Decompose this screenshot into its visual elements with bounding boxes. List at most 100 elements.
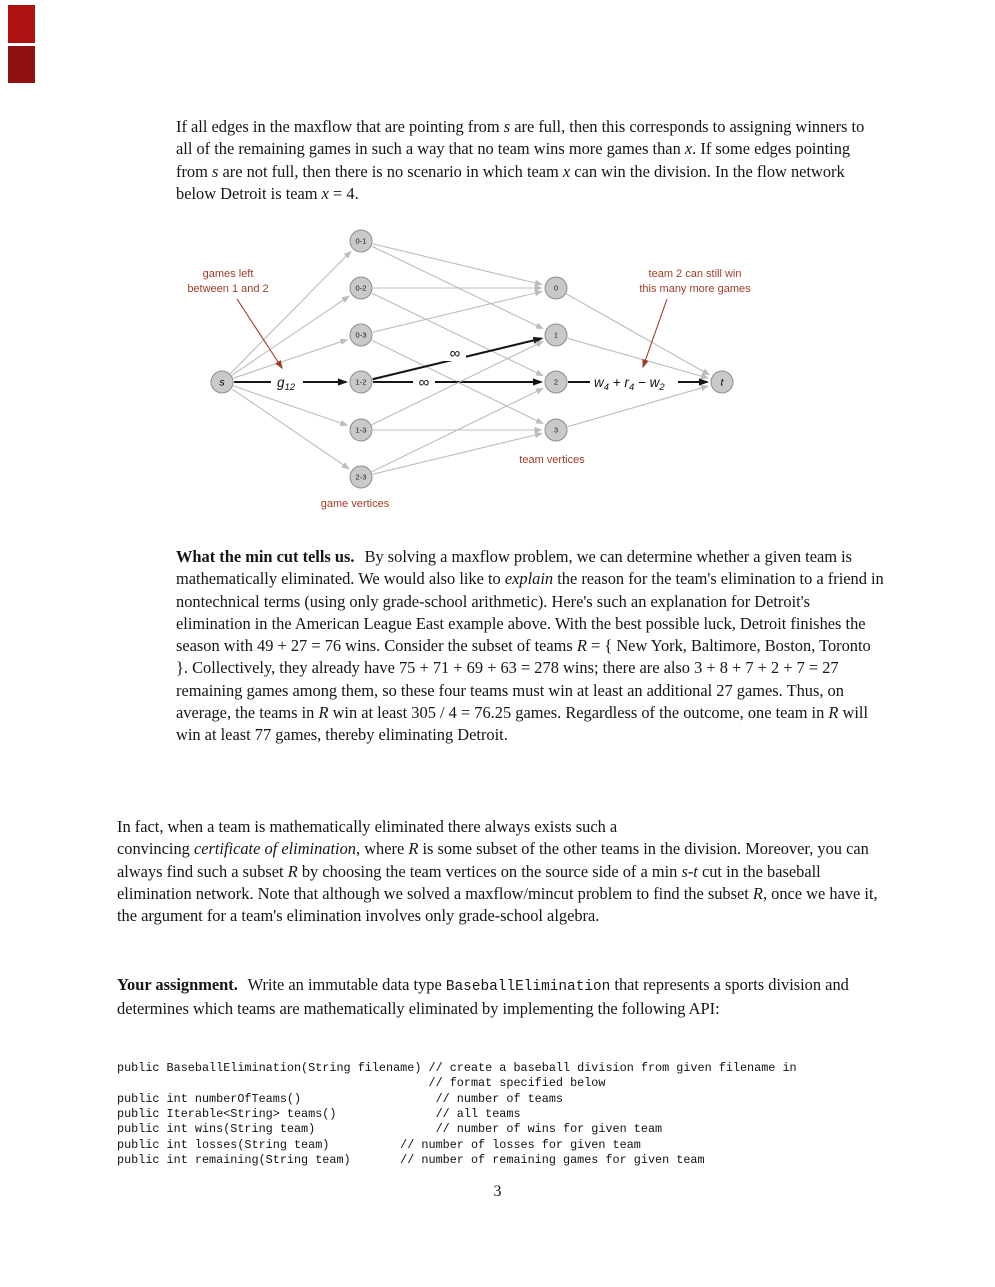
corner-mark-top [8, 5, 35, 43]
g12-label-background [271, 372, 303, 391]
text-segment: , where [356, 839, 409, 859]
text-segment: In fact, when a team is mathematically e… [117, 817, 618, 836]
annotation-games-left-line1: games left [203, 268, 254, 280]
text-segment: R [287, 861, 298, 881]
text-segment: that represents a sports division and de… [117, 975, 849, 1019]
edge-s-g02 [231, 295, 350, 376]
text-segment: convincing [117, 839, 194, 859]
edge-g02-t2 [371, 292, 544, 377]
code-line: public int losses(String team) // number… [117, 1137, 641, 1152]
infinity-upper-background [444, 344, 466, 361]
labels-layer: g12 ∞ ∞ w4 + r4 − w2 games left between … [187, 268, 751, 510]
text-segment: By solving a maxflow problem, we can det… [176, 547, 853, 589]
annotation-games-left-line2: between 1 and 2 [187, 283, 268, 295]
node-g23 [349, 465, 373, 489]
node-g02 [349, 276, 373, 300]
node-label-g23: 2-3 [356, 473, 367, 482]
node-g01 [349, 229, 373, 253]
intro-paragraph: If all edges in the maxflow that are poi… [176, 116, 884, 205]
text-segment: R [576, 636, 587, 656]
edge-g01-t1 [371, 245, 544, 330]
node-label-t3: 3 [554, 426, 558, 435]
text-segment: = { New York, Baltimore, Boston, Toronto… [176, 636, 871, 723]
edge-t0-t [566, 293, 711, 376]
text-segment: = 4. [328, 183, 359, 203]
node-label-t: t [721, 377, 725, 389]
edge-g13-t1 [371, 340, 544, 426]
corner-mark-bottom [8, 46, 35, 83]
text-segment: is some subset of the other teams in the… [117, 839, 869, 881]
edge-t3-t [567, 384, 710, 428]
edge-g23-t2 [371, 387, 544, 473]
text-segment: explain [504, 569, 554, 589]
text-segment: If all edges in the maxflow that are poi… [176, 117, 504, 136]
assignment-paragraph: Your assignment. Write an immutable data… [117, 974, 883, 1021]
text-segment: R [318, 703, 329, 723]
text-segment: are full, then this corresponds to assig… [176, 117, 865, 159]
text-segment: R [408, 839, 419, 859]
text-segment: the reason for the team's elimination to… [176, 569, 884, 656]
annotation-team2-line2: this many more games [639, 283, 751, 295]
node-label-g13: 1-3 [356, 426, 367, 435]
edge-t1-t [567, 337, 710, 380]
node-label-s: s [219, 377, 225, 389]
edge-label-infinity-lower: ∞ [419, 374, 430, 391]
edge-s-g23 [231, 388, 350, 470]
text-segment: certificate of elimination [193, 839, 356, 859]
node-t1 [544, 323, 568, 347]
node-label-t1: 1 [554, 331, 558, 340]
annotation-team2-line1: team 2 can still win [649, 268, 742, 280]
edge-g23-t3 [372, 431, 543, 475]
edge-label-g12: g12 [277, 375, 296, 393]
text-segment: , once we have it, the argument for a te… [117, 883, 878, 926]
node-t0 [544, 276, 568, 300]
edge-s-g03 [233, 338, 349, 379]
edges-layer [230, 243, 711, 475]
text-segment: Write an immutable data type [243, 975, 446, 994]
label-team-vertices: team vertices [519, 454, 585, 466]
node-label-t2: 2 [554, 378, 558, 387]
text-segment: x [562, 161, 571, 181]
edge-label-infinity-upper: ∞ [450, 345, 461, 362]
text-segment: . If some edges pointing from [176, 139, 851, 181]
page-number: 3 [493, 1183, 502, 1200]
code-line: public int wins(String team) // number o… [117, 1122, 663, 1137]
node-label-g01: 0-1 [356, 237, 367, 246]
text-segment: What the min cut tells us. [176, 547, 355, 566]
node-g12 [349, 370, 373, 394]
text-segment: x [321, 183, 329, 203]
node-t2 [544, 370, 568, 394]
edge-s-g01 [230, 250, 352, 374]
text-segment: will win at least 77 games, thereby elim… [176, 703, 869, 745]
text-segment: s [211, 161, 219, 181]
text-segment: R [828, 703, 839, 723]
flow-network-diagram: g12 ∞ ∞ w4 + r4 − w2 games left between … [187, 229, 751, 510]
node-s [210, 370, 234, 394]
text-segment: s [503, 117, 511, 136]
mincut-paragraph: What the min cut tells us. By solving a … [176, 546, 884, 747]
node-label-t0: 0 [554, 284, 558, 293]
text-segment: s-t [681, 861, 698, 881]
text-segment: cut in the baseball elimination network.… [117, 861, 821, 903]
infinity-lower-background [413, 373, 435, 390]
capacity-label-background [590, 372, 678, 391]
node-t [710, 370, 734, 394]
annotation-arrow-games-left [236, 298, 283, 370]
node-t3 [544, 418, 568, 442]
api-code: public BaseballElimination(String filena… [117, 1061, 987, 1168]
node-g13 [349, 418, 373, 442]
text-segment: can win the division. In the flow networ… [176, 161, 845, 203]
code-line: public BaseballElimination(String filena… [117, 1061, 797, 1075]
label-game-vertices: game vertices [321, 498, 390, 510]
node-label-g02: 0-2 [356, 284, 367, 293]
text-segment: x [684, 139, 693, 159]
text-segment: R [752, 883, 763, 903]
text-segment: Your assignment. [117, 975, 238, 994]
code-line: // format specified below [117, 1076, 606, 1091]
code-line: public int numberOfTeams() // number of … [117, 1091, 563, 1106]
edge-g03-t0 [372, 289, 543, 333]
text-segment: by choosing the team vertices on the sou… [297, 861, 682, 881]
edge-g01-t0 [372, 243, 543, 287]
text-segment: BaseballElimination [445, 979, 611, 995]
